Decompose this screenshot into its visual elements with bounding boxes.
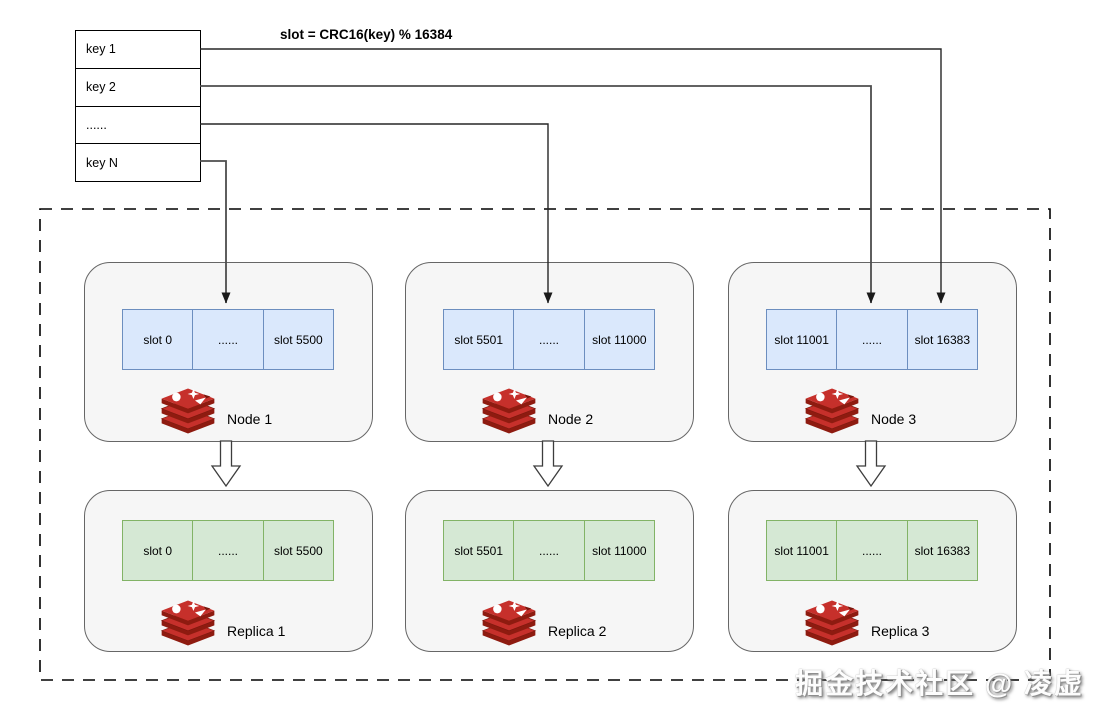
replica-3-box: slot 11001 ...... slot 16383 Replica 3: [728, 490, 1017, 652]
replica-label: Replica 2: [548, 623, 607, 639]
slot-cell: slot 5500: [273, 332, 323, 347]
engine-row: Replica 3: [801, 598, 929, 648]
slot-cell: slot 11000: [592, 332, 647, 347]
slot-cell: slot 5501: [444, 310, 515, 369]
key-row: ......: [76, 107, 200, 145]
slot-cell: slot 16383: [914, 543, 971, 558]
slot-cell: ......: [193, 521, 264, 580]
slot-cell: slot 5500: [273, 543, 323, 558]
slot-cell: slot 0: [123, 310, 194, 369]
slot-formula: slot = CRC16(key) % 16384: [280, 27, 453, 42]
slot-cell: ......: [514, 521, 585, 580]
replica-label: Replica 1: [227, 623, 286, 639]
slot-cell: ......: [837, 521, 908, 580]
node-2-slot-table: slot 5501 ...... slot 11000: [443, 309, 655, 370]
replication-arrow-1: [210, 440, 242, 488]
replication-arrow-2: [532, 440, 564, 488]
replica-3-slot-table: slot 11001 ...... slot 16383: [766, 520, 978, 581]
replica-label: Replica 3: [871, 623, 930, 639]
redis-icon: [801, 598, 863, 648]
node-1-slot-table: slot 0 ...... slot 5500: [122, 309, 334, 370]
redis-icon: [478, 598, 540, 648]
slot-cell: ......: [193, 310, 264, 369]
engine-row: Node 1: [157, 386, 272, 436]
replication-arrow-3: [855, 440, 887, 488]
slot-cell: ......: [514, 310, 585, 369]
replica-1-slot-table: slot 0 ...... slot 5500: [122, 520, 334, 581]
replica-1-box: slot 0 ...... slot 5500 Replica 1: [84, 490, 373, 652]
engine-row: Replica 2: [478, 598, 606, 648]
key-row: key N: [86, 155, 118, 170]
redis-icon: [157, 386, 219, 436]
redis-icon: [801, 386, 863, 436]
slot-cell: slot 11001: [767, 521, 838, 580]
redis-icon: [478, 386, 540, 436]
slot-cell: slot 11000: [592, 543, 647, 558]
key-row: key 2: [76, 69, 200, 107]
engine-row: Node 2: [478, 386, 593, 436]
node-label: Node 2: [548, 411, 594, 427]
slot-cell: slot 11001: [767, 310, 838, 369]
key-table: key 1 key 2 ...... key N: [75, 30, 201, 182]
slot-cell: ......: [837, 310, 908, 369]
node-3-slot-table: slot 11001 ...... slot 16383: [766, 309, 978, 370]
key-row: key 1: [76, 31, 200, 69]
node-1-box: slot 0 ...... slot 5500 Node 1: [84, 262, 373, 442]
slot-cell: slot 5501: [444, 521, 515, 580]
slot-cell: slot 16383: [914, 332, 971, 347]
node-label: Node 1: [227, 411, 273, 427]
slot-cell: slot 0: [123, 521, 194, 580]
replica-2-box: slot 5501 ...... slot 11000 Replica 2: [405, 490, 694, 652]
node-label: Node 3: [871, 411, 917, 427]
watermark: 掘金技术社区 @ 凌虚: [795, 668, 1084, 699]
replica-2-slot-table: slot 5501 ...... slot 11000: [443, 520, 655, 581]
redis-icon: [157, 598, 219, 648]
engine-row: Node 3: [801, 386, 916, 436]
engine-row: Replica 1: [157, 598, 285, 648]
node-3-box: slot 11001 ...... slot 16383 Node 3: [728, 262, 1017, 442]
node-2-box: slot 5501 ...... slot 11000 Node 2: [405, 262, 694, 442]
